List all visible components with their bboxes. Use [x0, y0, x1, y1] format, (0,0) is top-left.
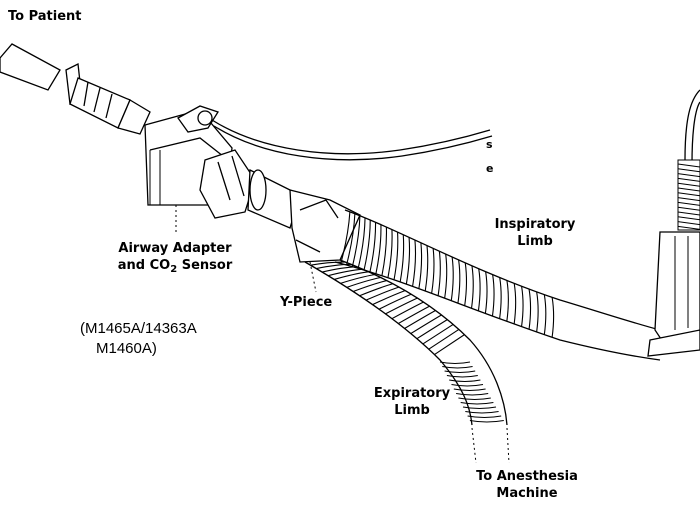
label-airway-line2: and CO2 Sensor [104, 257, 246, 278]
adapter-hex [200, 150, 255, 218]
expiratory-rib [470, 421, 504, 423]
label-expiratory-limb: Expiratory Limb [362, 385, 462, 419]
label-expiratory-line2: Limb [362, 402, 462, 419]
label-partial-e: e [486, 160, 493, 177]
label-model-line2: M1460A) [96, 339, 157, 358]
label-to-anesthesia-machine: To Anesthesia Machine [458, 468, 596, 502]
inspiratory-rib [458, 260, 460, 303]
label-to-anesthesia-line2: Machine [458, 485, 596, 502]
inspiratory-rib [419, 243, 422, 289]
inspiratory-rib [425, 246, 427, 291]
inspiratory-rib [552, 297, 554, 337]
label-partial-s: s [486, 136, 493, 153]
expiratory-rib [347, 278, 381, 288]
inspiratory-rib [492, 275, 494, 316]
inspiratory-rib [400, 235, 403, 282]
inspiratory-rib [465, 263, 467, 306]
inspiratory-rib [472, 266, 474, 308]
label-airway-line2-pre: and CO [118, 258, 170, 273]
label-model-line1: (M1465A/14363A [80, 319, 197, 338]
label-airway-adapter: Airway Adapter and CO2 Sensor [104, 240, 246, 278]
expiratory-rib [398, 306, 429, 323]
expiratory-rib [442, 367, 472, 369]
inspiratory-rib [478, 269, 480, 311]
label-airway-line1: Airway Adapter [104, 240, 246, 257]
expiratory-rib [360, 284, 393, 296]
expiratory-rib [465, 412, 498, 414]
patient-tube [0, 44, 60, 90]
expiratory-rib [434, 335, 464, 355]
inspiratory-rib [370, 222, 376, 272]
inspiratory-rib [413, 240, 416, 286]
expiratory-rib [353, 281, 386, 292]
expiratory-rib [417, 320, 447, 339]
inspiratory-rib [376, 225, 381, 274]
inspiratory-rib [388, 230, 392, 278]
label-inspiratory-line1: Inspiratory [480, 216, 590, 233]
expiratory-rib [429, 329, 459, 349]
inspiratory-rib [406, 237, 409, 284]
label-to-anesthesia-line1: To Anesthesia [458, 468, 596, 485]
expiratory-rib [461, 403, 494, 405]
inspiratory-rib [514, 283, 516, 324]
expiratory-rib [445, 371, 476, 373]
inspiratory-rib [445, 254, 447, 298]
right-connector [655, 232, 700, 345]
inspiratory-rib [522, 286, 524, 326]
expiratory-rib [458, 398, 490, 400]
expiratory-rib [423, 324, 453, 343]
expiratory-rib [385, 298, 417, 314]
inspiratory-rib [507, 280, 509, 321]
inspiratory-rib [451, 257, 453, 301]
expiratory-rib [449, 380, 480, 382]
expiratory-rib [373, 291, 406, 305]
label-airway-line2-post: Sensor [177, 258, 232, 273]
expiratory-rib [405, 311, 436, 329]
inspiratory-rib [382, 227, 387, 276]
inspiratory-rib [544, 295, 546, 335]
label-y-piece: Y-Piece [280, 294, 332, 311]
expiratory-rib [392, 302, 424, 319]
label-to-patient: To Patient [8, 8, 82, 25]
expiratory-rib [322, 267, 357, 272]
inspiratory-rib [485, 272, 487, 314]
expiratory-rib [440, 362, 470, 364]
label-inspiratory-limb: Inspiratory Limb [480, 216, 590, 250]
sensor-cable [212, 120, 490, 154]
expiratory-rib [411, 315, 442, 334]
expiratory-rib [468, 416, 502, 418]
label-inspiratory-line2: Limb [480, 233, 590, 250]
inspiratory-rib [394, 232, 398, 280]
inspiratory-rib [500, 278, 502, 319]
inspiratory-rib [529, 289, 531, 329]
inspiratory-rib [537, 292, 539, 332]
label-expiratory-line1: Expiratory [362, 385, 462, 402]
inspiratory-rib [432, 248, 434, 293]
expiratory-rib [463, 407, 496, 409]
expiratory-rib [447, 376, 478, 378]
expiratory-rib [379, 294, 411, 309]
inspiratory-rib [438, 251, 440, 296]
expiratory-rib [366, 287, 399, 300]
